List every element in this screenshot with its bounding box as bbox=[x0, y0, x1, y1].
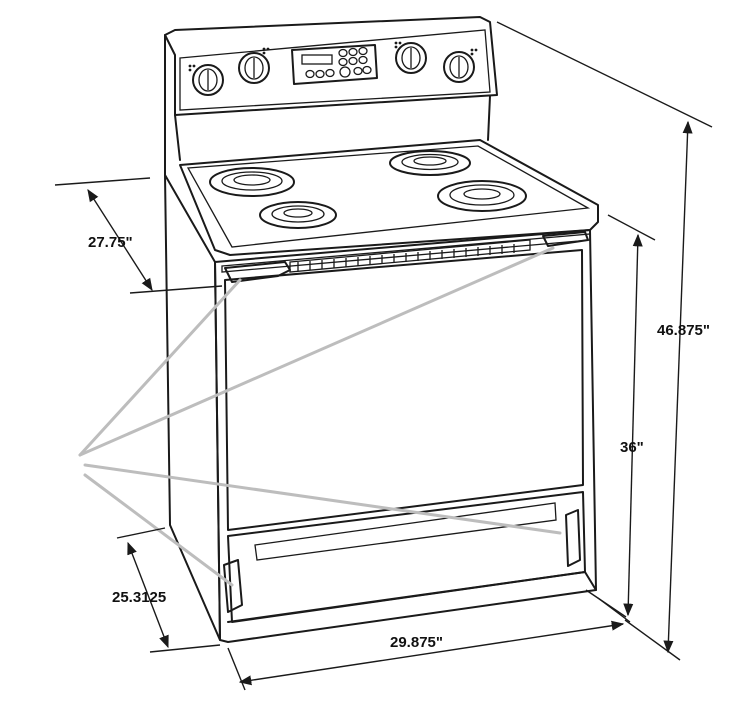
cooktop bbox=[179, 139, 599, 256]
range-front-body bbox=[214, 229, 597, 643]
oven-door bbox=[224, 249, 584, 531]
label-depth-bottom: 25.3125 bbox=[112, 589, 167, 606]
range-illustration bbox=[164, 16, 599, 643]
bracket-bottom-right bbox=[565, 509, 581, 567]
burner-left-front-icon bbox=[259, 201, 337, 229]
bracket-bottom-left bbox=[223, 559, 243, 613]
label-overall-height: 46.875" bbox=[657, 322, 710, 339]
knob-indicator-dots bbox=[188, 41, 478, 72]
bracket-top-right bbox=[542, 231, 589, 247]
dimension-counter-height bbox=[585, 214, 656, 618]
backguard bbox=[164, 16, 498, 116]
label-width: 29.875" bbox=[390, 634, 443, 651]
dimension-overall-height bbox=[496, 21, 713, 661]
control-knob-4-icon bbox=[443, 51, 475, 83]
control-knob-3-icon bbox=[395, 42, 427, 74]
dimension-depth-top bbox=[54, 177, 223, 294]
bracket-callout-lines bbox=[78, 246, 562, 587]
control-knob-1-icon bbox=[192, 64, 224, 96]
control-knob-2-icon bbox=[238, 52, 270, 84]
label-counter-height: 36" bbox=[620, 439, 644, 456]
range-side-panel bbox=[164, 34, 221, 641]
label-depth-top: 27.75" bbox=[88, 234, 133, 251]
burner-right-rear-icon bbox=[389, 150, 471, 176]
electronic-control-panel bbox=[291, 44, 378, 85]
burner-right-front-icon bbox=[437, 180, 527, 212]
bracket-top-left bbox=[224, 261, 291, 283]
burner-left-rear-icon bbox=[209, 167, 295, 197]
dimension-depth-bottom bbox=[116, 527, 221, 653]
